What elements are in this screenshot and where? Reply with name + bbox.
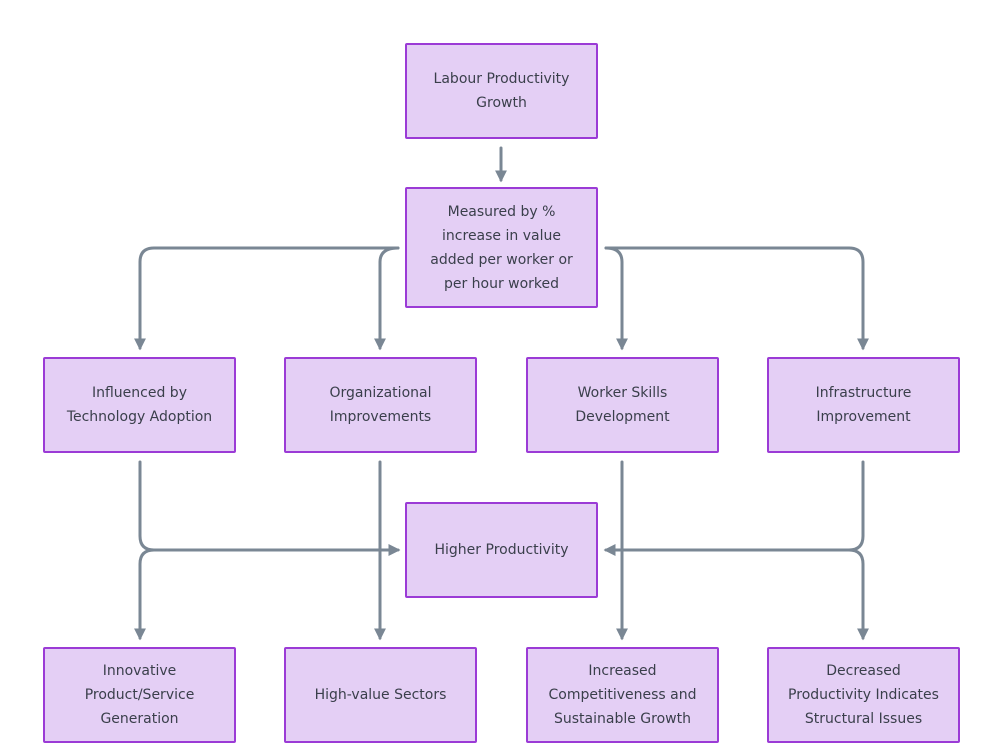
edge-measured-to-organizational [374,246,400,351]
node-label: Measured by % increase in value added pe… [430,203,573,292]
node-label: High-value Sectors [314,687,447,703]
node-decreased-productivity: Decreased Productivity Indicates Structu… [767,647,960,743]
node-label: Worker Skills Development [575,385,670,425]
node-worker-skills: Worker Skills Development [526,357,719,453]
edge-infrastructure-to-decreased [847,548,869,641]
node-innovative-generation: Innovative Product/Service Generation [43,647,236,743]
node-label: Decreased Productivity Indicates Structu… [788,663,939,727]
node-high-value-sectors: High-value Sectors [284,647,477,743]
edge-technology-to-higher [138,460,401,556]
node-higher-productivity: Higher Productivity [405,502,598,598]
edge-technology-to-innovative [134,548,156,641]
node-measured-by: Measured by % increase in value added pe… [405,187,598,308]
node-competitiveness: Increased Competitiveness and Sustainabl… [526,647,719,743]
edge-measured-to-technology [134,246,400,351]
node-label: Influenced by Technology Adoption [66,385,213,425]
node-label: Higher Productivity [434,542,569,558]
node-label: Innovative Product/Service Generation [84,663,195,727]
node-label: Organizational Improvements [329,385,432,425]
edge-measured-to-infrastructure [604,246,869,351]
node-label: Infrastructure Improvement [815,385,912,425]
edge-measured-to-worker-skills [604,246,628,351]
node-label: Increased Competitiveness and Sustainabl… [548,663,697,727]
node-label: Labour Productivity Growth [433,71,570,111]
node-infrastructure: Infrastructure Improvement [767,357,960,453]
node-organizational-improvements: Organizational Improvements [284,357,477,453]
edge-infrastructure-to-higher [603,460,865,556]
node-technology-adoption: Influenced by Technology Adoption [43,357,236,453]
node-labour-productivity-growth: Labour Productivity Growth [405,43,598,139]
